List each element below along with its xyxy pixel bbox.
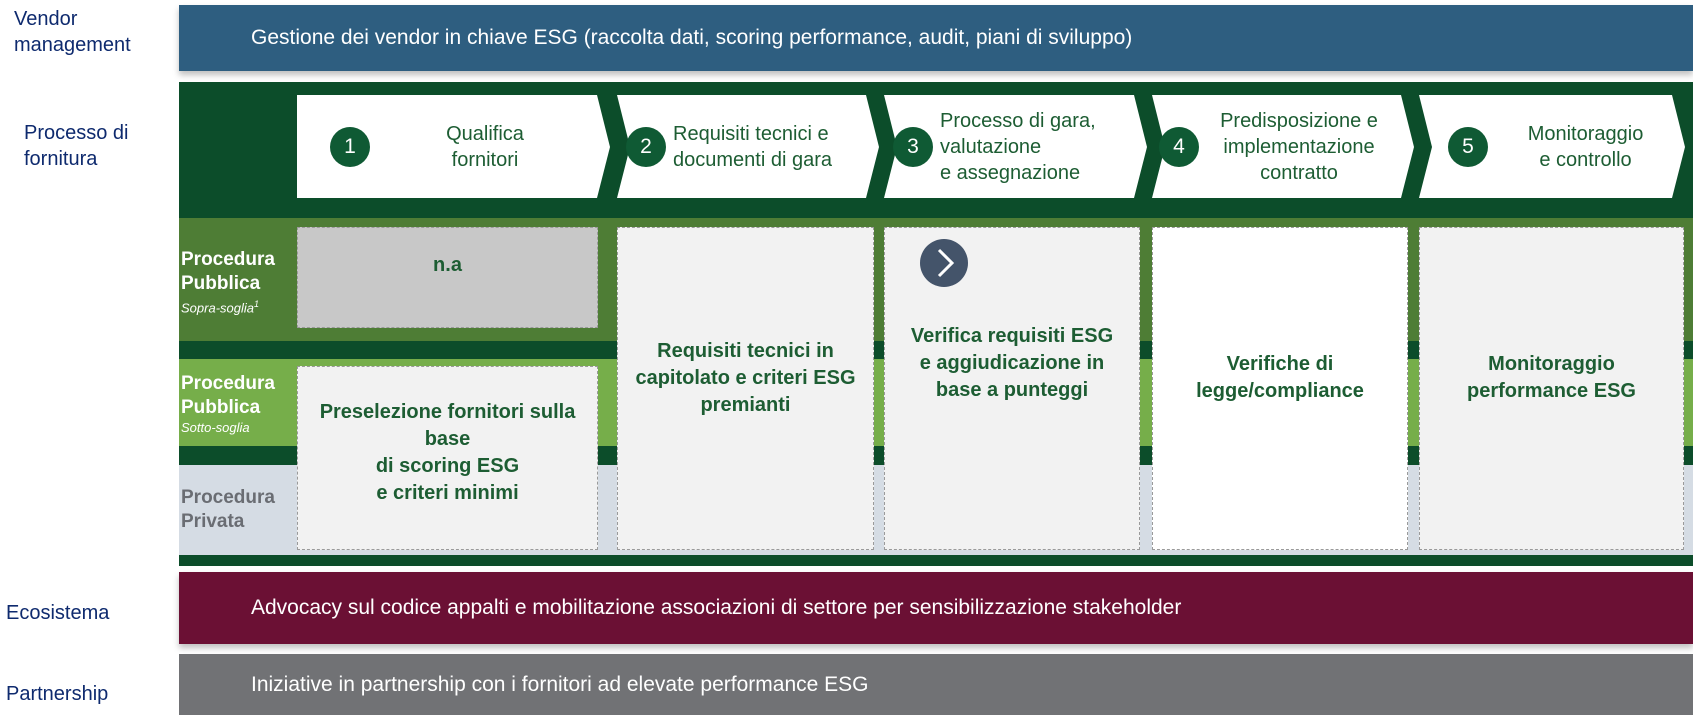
chevron-step-5-shape [1419,95,1685,198]
vendor-management-band: Gestione dei vendor in chiave ESG (racco… [179,5,1693,71]
procedure-sopra-sub-text: Sopra-soglia [181,300,254,316]
chevron-step-1-shape [297,95,610,198]
chevron-right-circle-icon[interactable] [919,238,969,288]
chevron-step-3-shape [884,95,1147,198]
footnote-marker: 1 [254,299,260,309]
step-1: 1 Qualifica fornitori [330,95,600,199]
procedure-pubblica-sotto-label: Procedura Pubblica Sotto-soglia [181,372,275,436]
partnership-text: Iniziative in partnership con i fornitor… [251,672,869,696]
row-label-vendor-management: Vendor management [14,8,131,56]
row-label-partnership: Partnership [6,683,109,705]
procedure-privata-label: Procedura Privata [181,487,275,532]
step-3-label: Processo di gara, valutazione e assegnaz… [940,110,1096,184]
cell-monitoraggio-performance: Monitoraggio performance ESG [1419,227,1684,550]
procedure-sopra-subtitle: Sopra-soglia1 [181,296,275,316]
cell-preselezione: Preselezione fornitori sulla base di sco… [297,366,598,550]
vendor-management-text: Gestione dei vendor in chiave ESG (racco… [251,26,1133,49]
cell-requisiti-tecnici: Requisiti tecnici in capitolato e criter… [617,227,874,550]
step-5-number: 5 [1448,127,1488,167]
step-4-label: Predisposizione e implementazione contra… [1220,110,1378,184]
step-3: 3 Processo di gara, valutazione e assegn… [893,95,1143,199]
row-label-ecosistema: Ecosistema [6,602,110,624]
step-5-label: Monitoraggio e controllo [1527,123,1644,171]
step-3-number: 3 [893,127,933,167]
ecosistema-band: Advocacy sul codice appalti e mobilitazi… [179,572,1693,644]
chevron-step-2-shape [617,95,879,198]
step-2-number: 2 [626,127,666,167]
procedure-pubblica-sopra-label: Procedura Pubblica Sopra-soglia1 [181,248,275,316]
procedure-sotto-subtitle: Sotto-soglia [181,420,250,435]
cell-na: n.a [297,227,598,328]
step-1-label: Qualifica fornitori [446,123,524,171]
step-5: 5 Monitoraggio e controllo [1448,95,1688,199]
cell-verifica-requisiti: Verifica requisiti ESG e aggiudicazione … [884,227,1140,550]
procedure-sotto-title: Procedura Pubblica [181,373,275,418]
step-1-number: 1 [330,127,370,167]
procedure-sopra-title: Procedura Pubblica [181,249,275,294]
ecosistema-text: Advocacy sul codice appalti e mobilitazi… [251,596,1182,619]
step-2: 2 Requisiti tecnici e documenti di gara [626,95,876,199]
chevron-step-4-shape [1152,95,1414,198]
step-2-label: Requisiti tecnici e documenti di gara [673,123,832,171]
step-4-number: 4 [1159,127,1199,167]
partnership-band: Iniziative in partnership con i fornitor… [179,654,1693,715]
cell-verifiche-legge: Verifiche di legge/compliance [1152,227,1408,550]
step-4: 4 Predisposizione e implementazione cont… [1159,95,1409,199]
row-label-processo-fornitura: Processo di fornitura [24,122,129,170]
